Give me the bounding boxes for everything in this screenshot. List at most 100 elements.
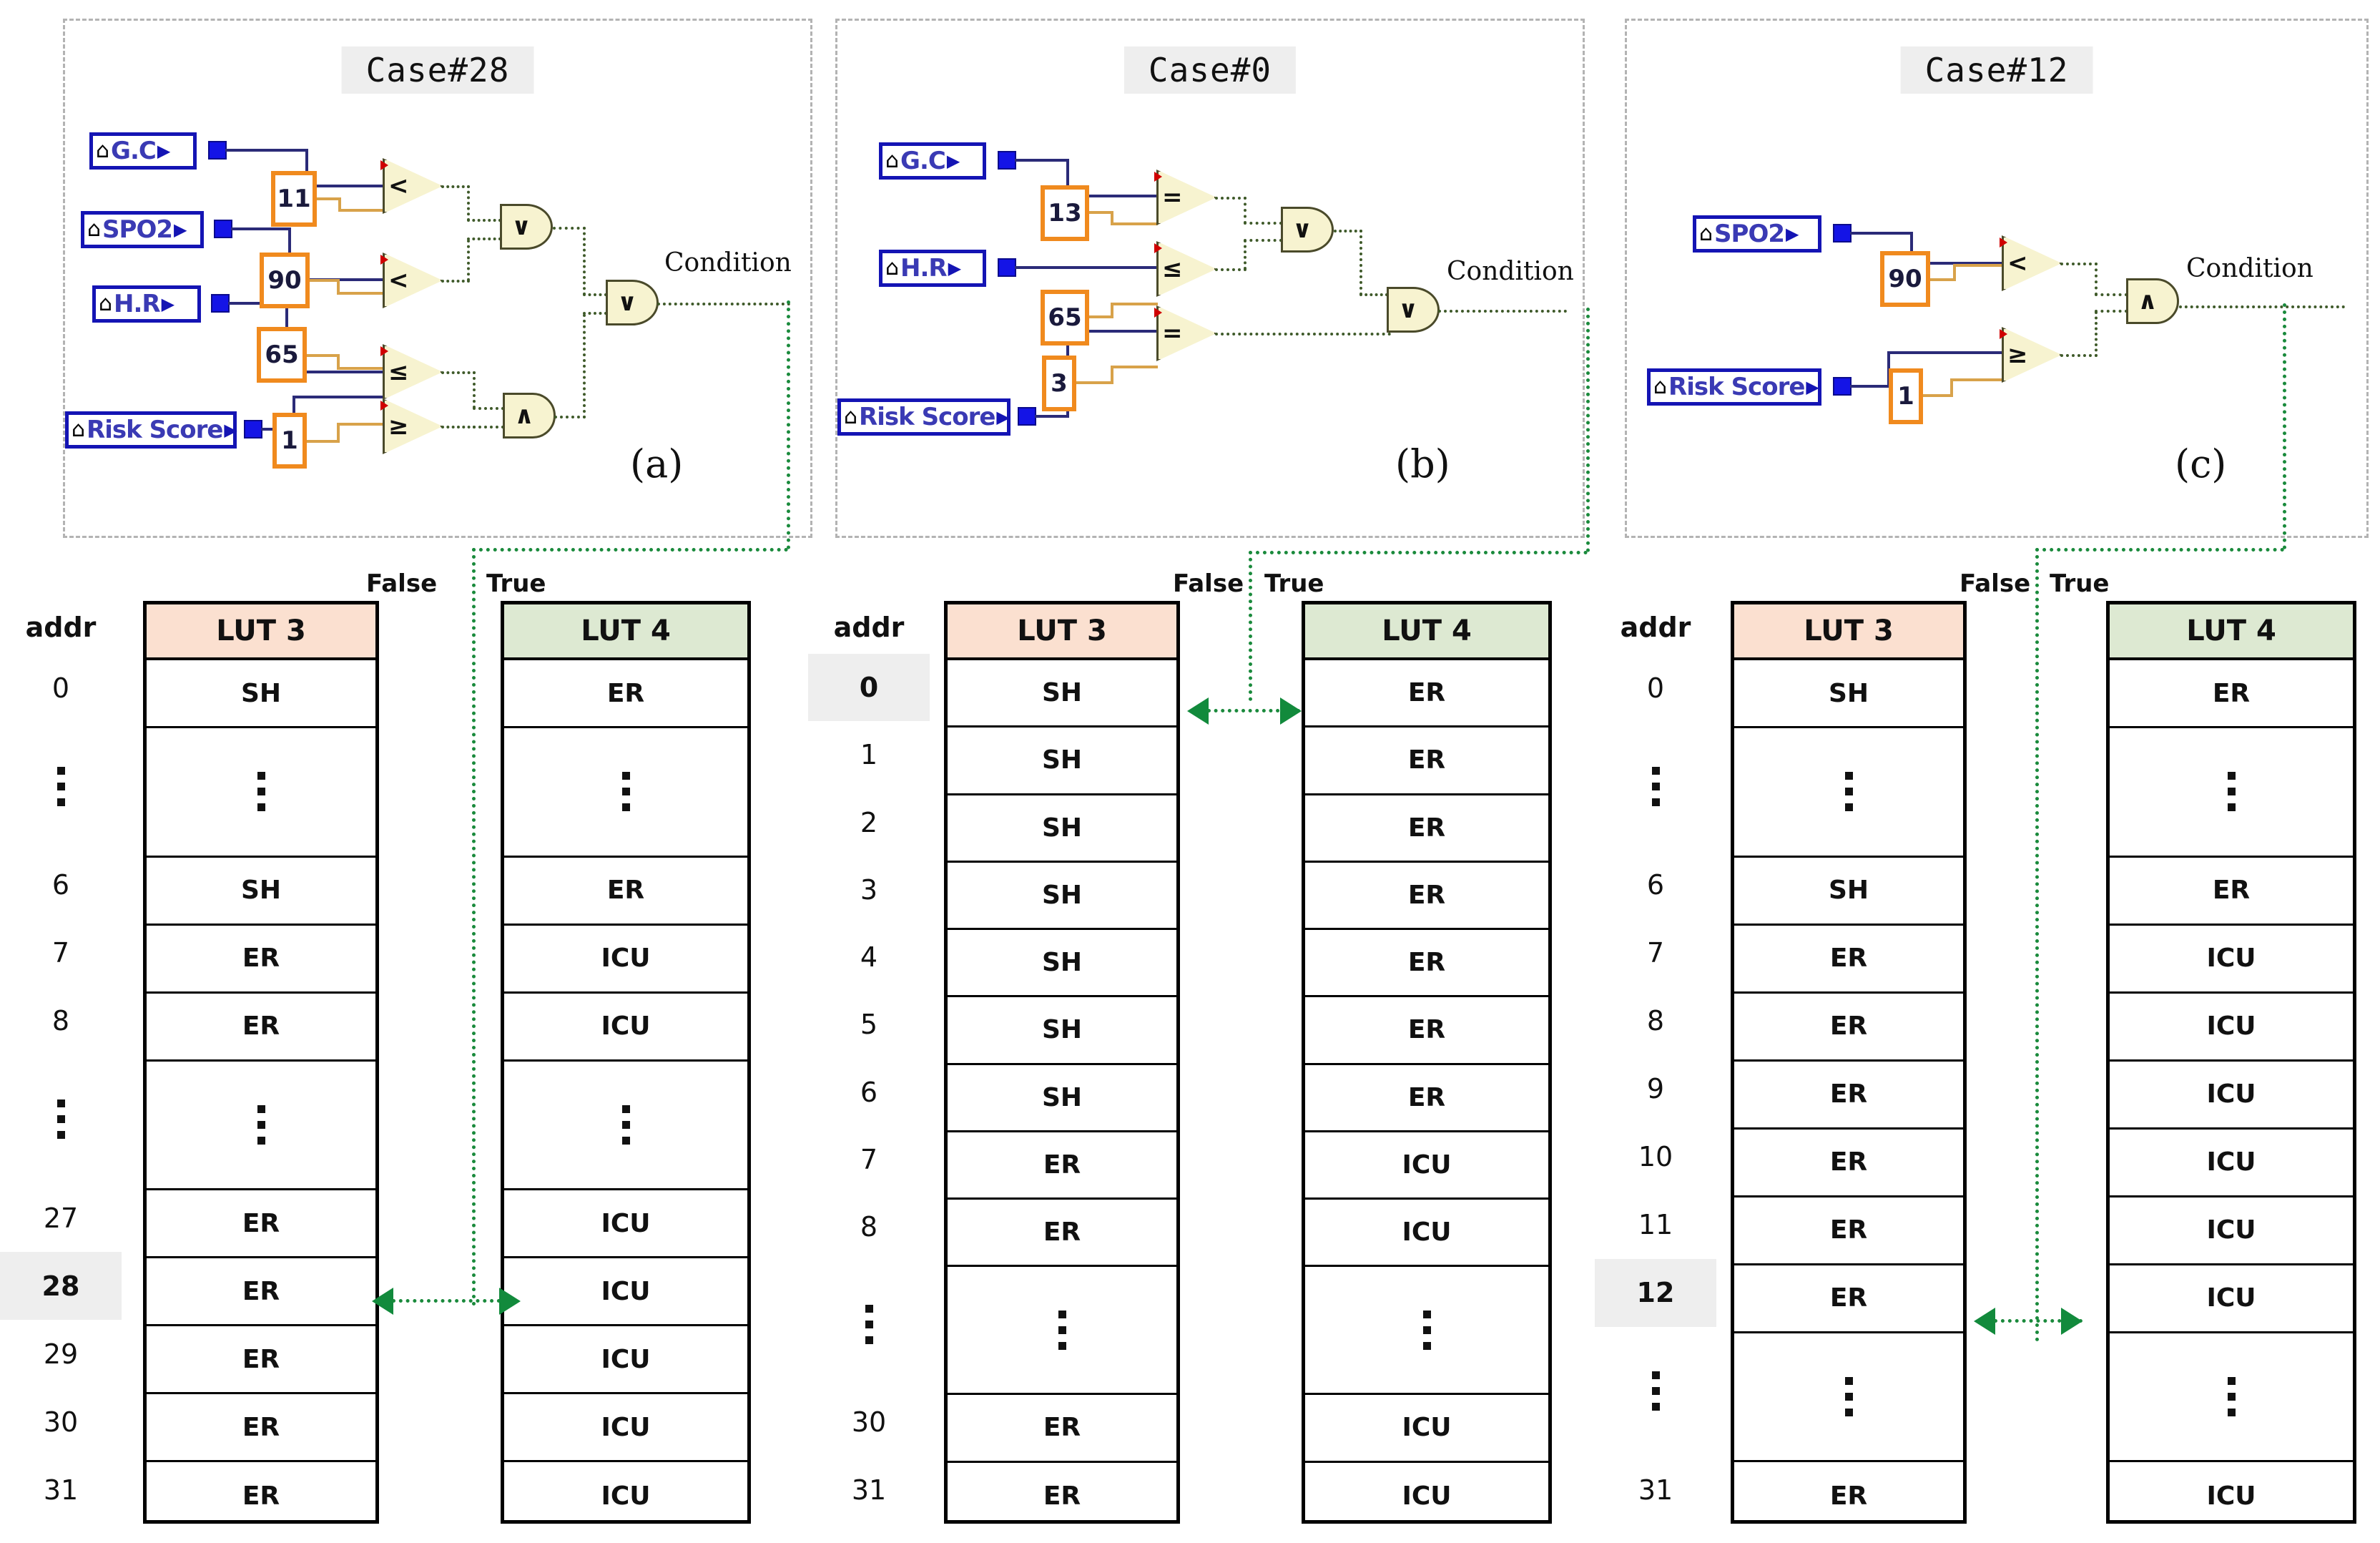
lut-cell: ER [1305, 795, 1548, 863]
variable-node-risk-score[interactable]: ⌂ Risk Score ▶ [65, 411, 237, 449]
home-icon: ⌂ [72, 417, 86, 442]
terminal-spo2[interactable] [1833, 224, 1852, 243]
constant-65[interactable]: 65 [257, 327, 307, 383]
comparator-lt-2[interactable]: < [380, 253, 443, 308]
variable-node-spo2[interactable]: ⌂ SPO2 ▶ [81, 211, 204, 248]
vertical-ellipsis-icon [257, 772, 265, 812]
terminal-risk-score[interactable] [1018, 407, 1036, 426]
case-title-a: Case#28 [341, 46, 534, 94]
variable-node-spo2[interactable]: ⌂ SPO2 ▶ [1693, 215, 1821, 253]
variable-label: Risk Score [1668, 373, 1805, 401]
green-link-c-down [2283, 303, 2286, 549]
constant-90[interactable]: 90 [260, 253, 310, 308]
addr-cell: 7 [1646, 937, 1665, 969]
lut-cell: ICU [504, 926, 747, 994]
owire-1v [1111, 211, 1113, 225]
addr-cell: 0 [1646, 672, 1665, 704]
comparator-le-3[interactable]: ≤ [380, 344, 443, 400]
comparator-lt-1[interactable]: < [2000, 235, 2062, 291]
lut-cell-ellipsis [948, 1267, 1176, 1396]
condition-label-b: Condition [1447, 257, 1574, 286]
addr-cell: 31 [1638, 1474, 1673, 1506]
variable-node-hr[interactable]: ⌂ H.R ▶ [879, 250, 986, 287]
green-link-c-horiz [2035, 548, 2284, 552]
and-gate-1[interactable]: ∧ [503, 393, 556, 439]
comparator-eq-1[interactable]: = [1154, 170, 1216, 225]
chevron-right-icon: ▶ [157, 141, 171, 161]
boolwire-b2 [1215, 268, 1246, 271]
constant-13[interactable]: 13 [1041, 185, 1089, 241]
chevron-right-icon: ▶ [161, 294, 175, 314]
lut-cell: ER [2110, 858, 2353, 926]
addr-cell: 3 [860, 873, 878, 906]
comparator-le-2[interactable]: ≤ [1154, 241, 1216, 297]
comparator-symbol: = [1162, 319, 1183, 348]
constant-11[interactable]: 11 [271, 171, 317, 227]
wire-spo2-h [231, 227, 291, 230]
terminal-risk-score[interactable] [244, 420, 262, 439]
comparator-ge-2[interactable]: ≥ [2000, 327, 2062, 383]
lut-cell: ICU [504, 1258, 747, 1326]
comparator-symbol: ≥ [388, 412, 409, 441]
addr-ellipsis [808, 1260, 930, 1388]
boolwire-c1v [2095, 263, 2098, 295]
comparator-lt-1[interactable]: < [380, 158, 443, 214]
lut-cell: ICU [1402, 1481, 1452, 1512]
error-tip-icon [1154, 308, 1162, 318]
variable-label: Risk Score [859, 403, 995, 431]
terminal-hr[interactable] [211, 294, 230, 313]
constant-65[interactable]: 65 [1041, 290, 1089, 346]
addr-header: addr [1620, 612, 1691, 643]
green-link-a-down [787, 300, 790, 549]
owire-2b [1950, 378, 2002, 381]
lut-table-header: LUT 4 [504, 604, 747, 660]
lut-table-header: LUT 4 [1305, 604, 1548, 660]
or-gate-2[interactable]: ∨ [1387, 287, 1440, 333]
or-gate-1[interactable]: ∨ [1281, 207, 1334, 253]
vertical-ellipsis-icon [56, 766, 65, 806]
wire-hr-h [1015, 266, 1158, 269]
constant-1[interactable]: 1 [272, 413, 307, 469]
error-tip-icon [2000, 329, 2007, 339]
terminal-spo2[interactable] [214, 220, 232, 238]
lut-table-header: LUT 3 [1734, 604, 1963, 660]
lut-cell: ER [1305, 1065, 1548, 1132]
green-link-b-true-v [1249, 551, 1252, 701]
boolwire-b3 [1215, 333, 1391, 335]
addr-cell: 31 [851, 1474, 887, 1506]
terminal-gc[interactable] [208, 141, 227, 160]
lut-cell-ellipsis [147, 1062, 375, 1190]
variable-node-risk-score[interactable]: ⌂ Risk Score ▶ [837, 398, 1010, 436]
vertical-ellipsis-icon [621, 772, 630, 812]
lut-cell-ellipsis [2110, 1333, 2353, 1462]
constant-90[interactable]: 90 [1880, 251, 1930, 307]
boolwire-b2b [1244, 239, 1282, 242]
comparator-ge-4[interactable]: ≥ [380, 398, 443, 454]
green-link-c-true-v [2035, 548, 2039, 1342]
vertical-ellipsis-icon [257, 1104, 265, 1145]
owire-4v [337, 423, 340, 443]
home-icon: ⌂ [87, 217, 102, 242]
terminal-hr[interactable] [998, 258, 1016, 277]
lut-cell: ICU [1305, 1200, 1548, 1268]
variable-node-gc[interactable]: ⌂ G.C ▶ [879, 142, 986, 180]
boolwire-b2v [1244, 240, 1246, 270]
boolwire-a3b [473, 407, 504, 410]
constant-3[interactable]: 3 [1042, 356, 1076, 411]
or-gate-1[interactable]: ∨ [500, 204, 553, 250]
or-gate-2[interactable]: ∨ [606, 280, 659, 325]
vertical-ellipsis-icon [1651, 766, 1660, 806]
terminal-gc[interactable] [998, 151, 1016, 170]
terminal-risk-score[interactable] [1833, 377, 1852, 396]
constant-1[interactable]: 1 [1889, 368, 1923, 424]
comparator-eq-3[interactable]: = [1154, 305, 1216, 361]
and-gate-1[interactable]: ∧ [2126, 278, 2179, 324]
variable-node-risk-score[interactable]: ⌂ Risk Score ▶ [1647, 368, 1821, 406]
variable-node-hr[interactable]: ⌂ H.R ▶ [92, 285, 201, 323]
lut-cell: ER [1734, 1062, 1963, 1130]
variable-node-gc[interactable]: ⌂ G.C ▶ [89, 132, 197, 170]
case-panel-a: Case#28 (a) ⌂ G.C ▶ ⌂ SPO2 ▶ ⌂ H.R ▶ ⌂ R… [63, 19, 812, 538]
and-gate-symbol: ∧ [2138, 287, 2158, 315]
